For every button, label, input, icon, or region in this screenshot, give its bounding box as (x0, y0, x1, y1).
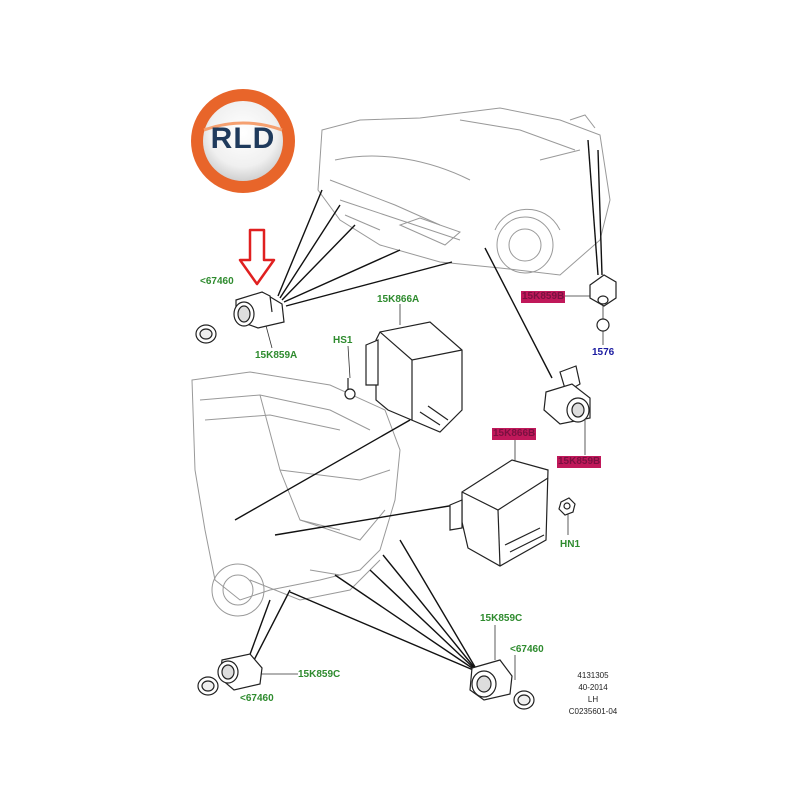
rear-car-drawing (191, 371, 401, 617)
callout-module-15K866A: 15K866A (377, 294, 420, 305)
logo-text: RLD (210, 122, 276, 155)
callout-bezel-lower-right: <67460 (510, 644, 544, 655)
logo-ring (191, 89, 295, 193)
leader-lines (199, 139, 603, 673)
nut-HN1 (558, 497, 576, 516)
diagram-reference-info: 4131305 40-2014 LH C0235601-04 (558, 670, 628, 718)
module-15K866A (365, 321, 463, 433)
bezel-67460-upper (195, 324, 217, 344)
ref-line-3: LH (587, 695, 599, 704)
callout-bezel-lower-left: <67460 (240, 693, 274, 704)
callout-sensor-15K859B-top: 15K859B (521, 291, 566, 303)
callout-nut-HN1: HN1 (560, 539, 581, 550)
callout-bezel-upper: <67460 (200, 276, 234, 287)
ref-line-2: 40-2014 (578, 683, 608, 692)
callout-sensor-15K859B-mid: 15K859B (557, 456, 602, 468)
front-car-drawing (317, 107, 611, 276)
rld-logo: RLD (190, 88, 296, 194)
callout-1576: 1576 (592, 347, 615, 358)
sensor-15K859A (233, 291, 285, 329)
module-15K866B (449, 459, 549, 567)
sensor-15K859C-left (197, 653, 263, 696)
callout-screw-HS1: HS1 (333, 335, 353, 346)
callout-sensor-15K859A: 15K859A (255, 350, 298, 361)
label-connectors (258, 295, 604, 680)
sensor-15K859B-top (589, 274, 617, 332)
callout-sensor-15K859C-right: 15K859C (480, 613, 523, 624)
ref-line-4: C0235601-04 (568, 707, 618, 716)
sensor-15K859C-right (469, 659, 535, 710)
sensor-15K859B-mid (543, 365, 591, 425)
callout-sensor-15K859C-left: 15K859C (298, 669, 341, 680)
screw-HS1 (344, 378, 356, 400)
ref-line-1: 4131305 (577, 671, 609, 680)
callout-module-15K866B: 15K866B (492, 428, 537, 440)
red-pointer-arrow (238, 228, 276, 286)
